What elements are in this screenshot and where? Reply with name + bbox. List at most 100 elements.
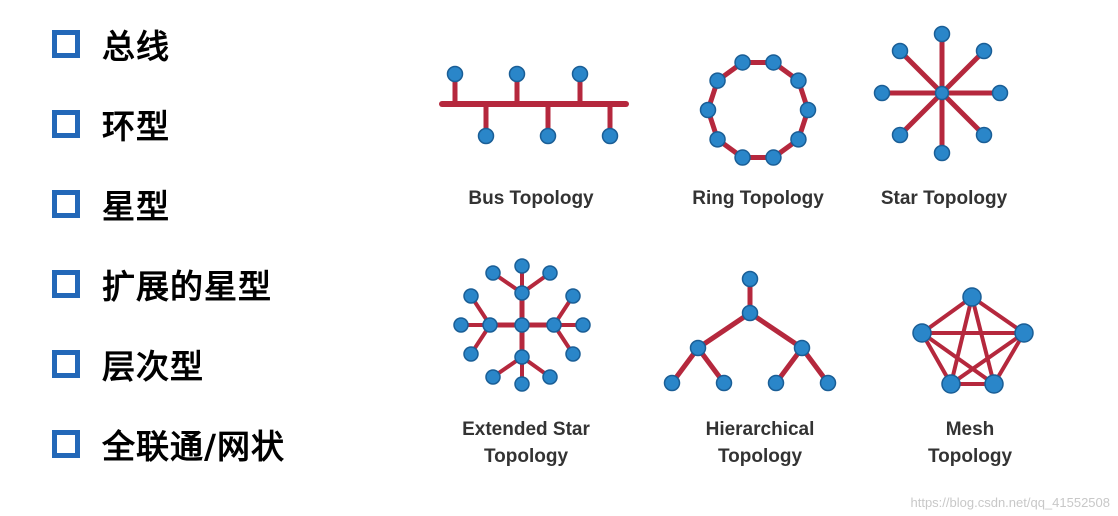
node-circle — [962, 287, 982, 307]
ring-topology-diagram — [699, 54, 817, 166]
node-circle — [463, 346, 479, 362]
extended-star-caption-line1: Extended Star — [462, 419, 590, 440]
node-circle — [485, 265, 501, 281]
node-circle — [699, 101, 717, 119]
mesh-caption-line1: Mesh — [946, 419, 995, 440]
node-circle — [891, 126, 909, 144]
node-circle — [571, 65, 589, 83]
node-circle — [565, 346, 581, 362]
hierarchical-caption-line1: Hierarchical — [706, 419, 815, 440]
bus-topology-caption: Bus Topology — [468, 188, 594, 209]
square-bullet-icon — [52, 190, 80, 218]
node-circle — [790, 131, 807, 148]
node-circle — [765, 54, 782, 71]
node-circle — [514, 258, 530, 274]
node-circle — [819, 374, 837, 392]
link-line — [992, 331, 1026, 386]
link-line — [939, 90, 987, 138]
link-line — [920, 295, 974, 335]
list-item-label: 环型 — [102, 107, 170, 146]
square-bullet-icon — [52, 430, 80, 458]
node-circle — [514, 349, 530, 365]
link-line — [970, 295, 996, 386]
square-bullet-icon — [52, 110, 80, 138]
square-bullet-icon — [52, 350, 80, 378]
node-circle — [514, 285, 530, 301]
node-circle — [485, 369, 501, 385]
node-circle — [975, 126, 993, 144]
link-line — [970, 295, 1026, 335]
node-circle — [463, 288, 479, 304]
node-circle — [453, 317, 469, 333]
list-item-ring: 环型 — [52, 104, 170, 146]
link-line — [920, 331, 953, 386]
node-circle — [715, 374, 733, 392]
bus-topology-diagram — [439, 65, 629, 145]
node-circle — [799, 101, 817, 119]
list-item-extended-star: 扩展的星型 — [52, 264, 272, 306]
node-circle — [991, 84, 1009, 102]
node-circle — [446, 65, 464, 83]
node-circle — [984, 374, 1004, 394]
watermark: https://blog.csdn.net/qq_41552508 — [910, 495, 1111, 510]
list-item-label: 全联通/网状 — [102, 427, 286, 466]
list-item-label: 总线 — [102, 27, 170, 66]
node-circle — [1014, 323, 1034, 343]
node-circle — [933, 25, 951, 43]
node-circle — [601, 127, 619, 145]
node-circle — [709, 131, 726, 148]
list-item-label: 扩展的星型 — [102, 267, 272, 306]
node-circle — [790, 72, 807, 89]
list-item-label: 层次型 — [102, 347, 204, 386]
node-circle — [542, 369, 558, 385]
node-circle — [539, 127, 557, 145]
node-circle — [542, 265, 558, 281]
node-circle — [514, 376, 530, 392]
link-line — [920, 331, 996, 386]
node-circle — [741, 270, 759, 288]
node-circle — [482, 317, 498, 333]
mesh-topology-diagram — [912, 287, 1034, 394]
node-circle — [734, 149, 751, 166]
link-line — [939, 48, 987, 96]
node-circle — [765, 149, 782, 166]
node-circle — [508, 65, 526, 83]
list-item-star: 星型 — [52, 184, 170, 226]
list-item-bus: 总线 — [52, 24, 170, 66]
mesh-caption-line2: Topology — [928, 446, 1013, 467]
node-circle — [767, 374, 785, 392]
hierarchical-topology-diagram — [663, 270, 837, 392]
node-circle — [663, 374, 681, 392]
node-circle — [575, 317, 591, 333]
node-circle — [975, 42, 993, 60]
node-circle — [565, 288, 581, 304]
list-item-mesh: 全联通/网状 — [52, 424, 285, 466]
link-line — [949, 331, 1026, 386]
node-circle — [734, 54, 751, 71]
node-circle — [934, 85, 950, 101]
square-bullet-icon — [52, 30, 80, 58]
link-line — [695, 310, 753, 351]
ring-topology-caption: Ring Topology — [692, 188, 824, 209]
square-bullet-icon — [52, 270, 80, 298]
node-circle — [941, 374, 961, 394]
node-circle — [689, 339, 707, 357]
extended-star-caption-line2: Topology — [484, 446, 569, 467]
hierarchical-caption-line2: Topology — [718, 446, 803, 467]
node-circle — [873, 84, 891, 102]
link-line — [897, 48, 945, 96]
link-line — [949, 295, 974, 386]
list-item-hierarchical: 层次型 — [52, 344, 204, 386]
node-circle — [546, 317, 562, 333]
node-circle — [912, 323, 932, 343]
node-circle — [514, 317, 530, 333]
node-circle — [933, 144, 951, 162]
node-circle — [741, 304, 759, 322]
list-item-label: 星型 — [102, 187, 170, 226]
node-circle — [793, 339, 811, 357]
star-topology-diagram — [873, 25, 1009, 162]
node-circle — [709, 72, 726, 89]
star-topology-caption: Star Topology — [881, 188, 1008, 209]
node-circle — [891, 42, 909, 60]
